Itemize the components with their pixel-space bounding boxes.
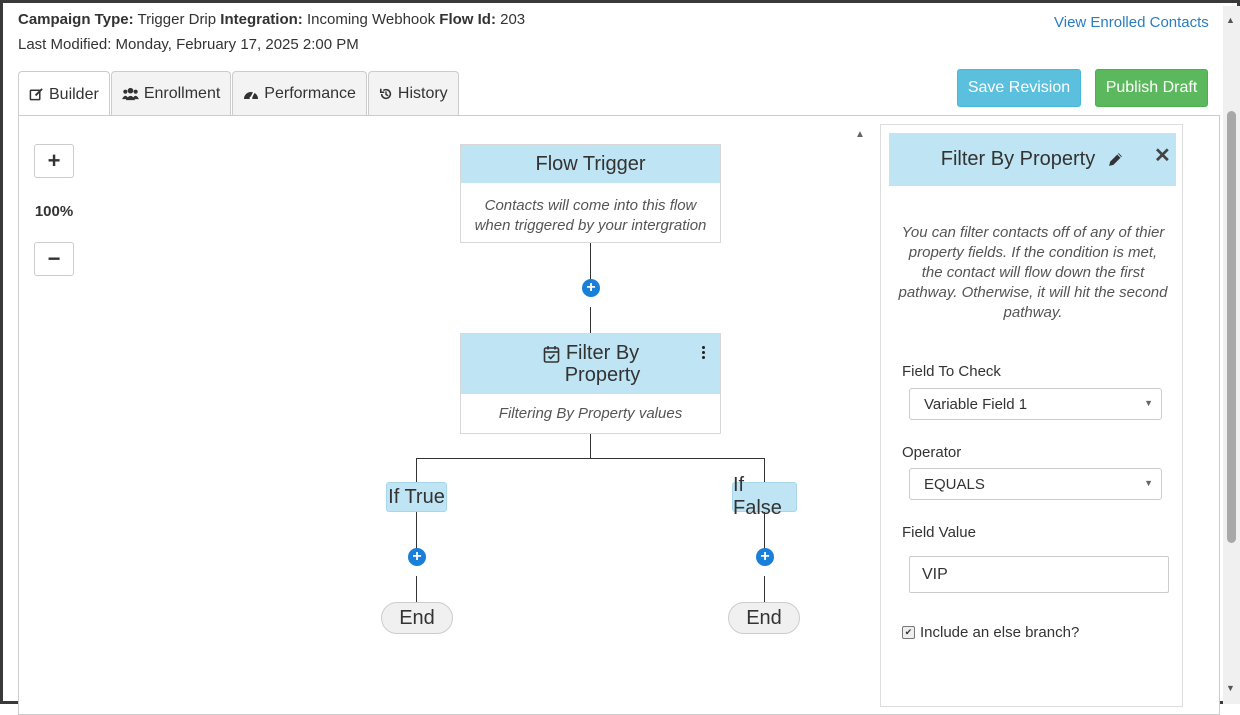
calendar-check-icon [543,346,560,363]
filter-node-title: Filter By Property [564,342,641,386]
tab-performance-label: Performance [264,84,356,102]
field-to-check-value: Variable Field 1 [924,395,1028,413]
end-node-false[interactable]: End [728,602,800,634]
tab-builder-label: Builder [49,85,99,103]
filter-node-description: Filtering By Property values [498,405,683,422]
tab-performance[interactable]: Performance [232,71,367,115]
connector-line [416,458,417,485]
branch-if-true[interactable]: If True [386,482,447,512]
tab-bar: Builder Enrollment Performance History [18,71,460,117]
filter-node-header: Filter By Property [461,334,720,394]
branch-connector-line [416,458,765,459]
tab-builder[interactable]: Builder [18,71,110,117]
operator-select[interactable]: EQUALS ▼ [909,468,1162,500]
connector-line [764,512,765,550]
tab-enrollment[interactable]: Enrollment [110,71,232,115]
connector-line [764,576,765,603]
users-icon [121,87,139,101]
panel-header: Filter By Property [889,133,1176,186]
operator-label: Operator [902,444,962,461]
zoom-level: 100% [34,203,74,220]
operator-value: EQUALS [924,475,985,493]
field-value-input[interactable]: VIP [909,556,1169,593]
tab-history[interactable]: History [367,71,459,115]
tab-enrollment-label: Enrollment [143,84,221,102]
connector-line [590,307,591,334]
history-icon [379,88,392,99]
connector-line [590,243,591,281]
chevron-down-icon: ▼ [1144,478,1153,488]
scroll-down-icon[interactable]: ▼ [1226,683,1235,693]
node-menu-icon[interactable] [702,346,706,359]
panel-title: Filter By Property [940,148,1096,170]
campaign-type-value: Trigger Drip [137,11,217,28]
integration-label: Integration: [220,11,303,28]
save-revision-button[interactable]: Save Revision [957,69,1081,107]
flow-id-label: Flow Id: [439,11,496,28]
connector-line [764,458,765,485]
integration-value: Incoming Webhook [306,11,436,28]
canvas-scroll-up-icon[interactable]: ▲ [855,129,865,140]
field-to-check-label: Field To Check [902,363,1001,380]
edit-icon [29,88,43,101]
connector-line [590,434,591,458]
panel-description: You can filter contacts off of any of th… [898,224,1168,321]
dashboard-icon [244,91,259,99]
end-node-true[interactable]: End [381,602,453,634]
pencil-icon[interactable] [1107,151,1124,168]
flow-trigger-title: Flow Trigger [461,145,720,183]
last-modified: Last Modified: Monday, February 17, 2025… [18,36,359,53]
else-branch-checkbox[interactable]: ✔ [902,626,915,639]
scrollbar-thumb[interactable] [1227,111,1236,543]
scroll-up-icon[interactable]: ▲ [1226,15,1235,25]
flow-trigger-node[interactable]: Flow Trigger Contacts will come into thi… [460,144,721,243]
campaign-summary: Campaign Type: Trigger Drip Integration:… [18,11,525,28]
publish-draft-button[interactable]: Publish Draft [1095,69,1208,107]
else-branch-row: ✔ Include an else branch? [902,624,1079,641]
tab-history-label: History [397,84,448,102]
flow-trigger-description: Contacts will come into this flow when t… [474,197,707,234]
branch-if-false[interactable]: If False [732,474,797,519]
zoom-out-button[interactable]: − [34,242,74,276]
close-icon[interactable]: ✕ [1154,145,1171,167]
add-step-icon[interactable]: + [408,548,426,566]
zoom-in-button[interactable]: + [34,144,74,178]
view-enrolled-contacts-link[interactable]: View Enrolled Contacts [1054,14,1209,31]
flow-id-value: 203 [500,11,526,28]
connector-line [416,512,417,550]
add-step-icon[interactable]: + [582,279,600,297]
add-step-icon[interactable]: + [756,548,774,566]
field-value-label: Field Value [902,524,976,541]
chevron-down-icon: ▼ [1144,398,1153,408]
campaign-type-label: Campaign Type: [18,11,134,28]
connector-line [416,576,417,603]
else-branch-label: Include an else branch? [920,624,1080,641]
filter-by-property-node[interactable]: Filter By Property Filtering By Property… [460,333,721,434]
field-to-check-select[interactable]: Variable Field 1 ▼ [909,388,1162,420]
